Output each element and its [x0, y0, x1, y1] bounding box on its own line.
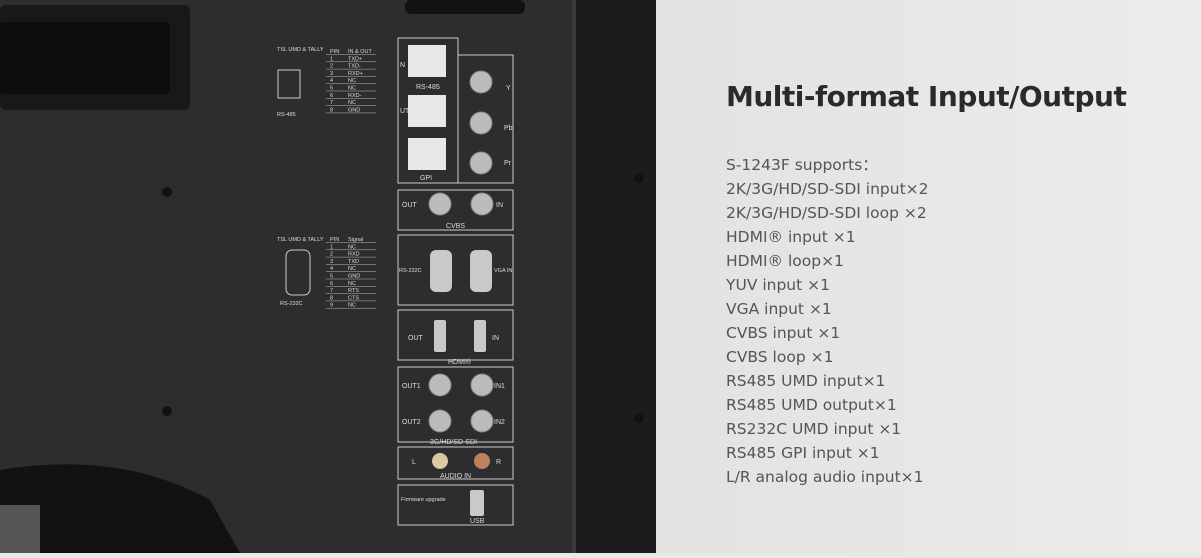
feature-item: RS485 UMD output×1 [726, 396, 897, 414]
pin-table-cell: 1 [330, 244, 333, 250]
label-vga: VGA IN [494, 268, 512, 274]
label-l: L [412, 459, 416, 466]
feature-item: HDMI® input ×1 [726, 228, 856, 246]
feature-item: HDMI® loop×1 [726, 252, 844, 270]
label-hdmi-out: OUT [408, 335, 424, 342]
label-pr: Pr [504, 160, 512, 167]
rear-panel-graphic: TSL UMD & TALLY RS-485 PIN IN & OUT 1 TXD+ 2… [0, 0, 656, 553]
label-cvbs-in: IN [496, 202, 503, 209]
label-out1: OUT1 [402, 383, 421, 390]
feature-item: S-1243F supports： [726, 156, 878, 174]
label-in1: IN1 [494, 383, 505, 390]
feature-item: 2K/3G/HD/SD-SDI input×2 [726, 180, 929, 198]
rs485-title: TSL UMD & TALLY [277, 47, 324, 53]
pin-table-cell: TXD+ [348, 56, 362, 62]
pin-table-cell: RXD- [348, 93, 362, 99]
feature-item: CVBS input ×1 [726, 324, 841, 342]
pin-table-cell: 4 [330, 78, 333, 84]
label-audio: AUDIO IN [440, 473, 471, 480]
pin-table-cell: PIN [330, 49, 339, 55]
feature-item: L/R analog audio input×1 [726, 468, 924, 486]
pin-table-cell: GND [348, 274, 360, 280]
feature-item: RS232C UMD input ×1 [726, 420, 902, 438]
pin-table-cell: 8 [330, 107, 333, 113]
pin-table-cell: TXD [348, 259, 359, 265]
pin-table-cell: NC [348, 244, 356, 250]
rs485-label: RS-485 [277, 112, 296, 118]
label-hdmi: HDMI® [448, 358, 472, 366]
feature-list: S-1243F supports： 2K/3G/HD/SD-SDI input×2… [726, 153, 929, 489]
label-in2: IN2 [494, 419, 505, 426]
pin-table-cell: CTS [348, 295, 359, 301]
label-ut: UT [400, 108, 410, 115]
pin-table-cell: RTS [348, 288, 359, 294]
rs232-label: RS-232C [280, 301, 303, 307]
label-hdmi-in: IN [492, 335, 499, 342]
feature-item: RS485 GPI input ×1 [726, 444, 880, 462]
pin-table-cell: NC [348, 86, 356, 92]
pin-table-cell: TXD- [348, 64, 361, 70]
description-panel [656, 0, 1201, 553]
pin-table-cell: 6 [330, 281, 333, 287]
pin-table-cell: 4 [330, 266, 333, 272]
pin-table-cell: GND [348, 107, 360, 113]
pin-table-cell: IN & OUT [348, 49, 372, 55]
rs232-title: TSL UMD & TALLY [277, 237, 324, 243]
pin-table-cell: 1 [330, 56, 333, 62]
pin-table-cell: 6 [330, 93, 333, 99]
label-y: Y [506, 85, 511, 92]
label-usb: USB [470, 518, 485, 525]
pin-table-cell: Signal [348, 237, 363, 243]
pin-table-cell: NC [348, 100, 356, 106]
label-cvbs-out: OUT [402, 202, 418, 209]
label-cvbs: CVBS [446, 223, 465, 230]
label-r: R [496, 459, 501, 466]
feature-item: 2K/3G/HD/SD-SDI loop ×2 [726, 204, 927, 222]
feature-item: VGA input ×1 [726, 300, 832, 318]
pin-table-cell: 3 [330, 259, 333, 265]
pin-table-cell: 7 [330, 288, 333, 294]
pin-table-cell: 2 [330, 252, 333, 258]
pin-table-cell: RXD+ [348, 71, 363, 77]
pin-table-cell: 5 [330, 274, 333, 280]
pin-table-cell: NC [348, 78, 356, 84]
label-rs485: RS-485 [416, 84, 440, 91]
feature-item: YUV input ×1 [726, 276, 830, 294]
pin-table-cell: NC [348, 266, 356, 272]
label-n: N [400, 62, 405, 69]
pin-table-cell: NC [348, 303, 356, 309]
pin-table-cell: 5 [330, 86, 333, 92]
pin-table-cell: 7 [330, 100, 333, 106]
pin-table-cell: 9 [330, 303, 333, 309]
section-heading: Multi-format Input/Output [726, 80, 1127, 113]
pin-table-cell: RXD [348, 252, 360, 258]
label-gpi: GPI [420, 175, 432, 182]
feature-item: RS485 UMD input×1 [726, 372, 886, 390]
pin-table-cell: 8 [330, 295, 333, 301]
pin-table-cell: NC [348, 281, 356, 287]
feature-item: CVBS loop ×1 [726, 348, 834, 366]
label-firmware: Firmware upgrade [401, 497, 446, 503]
label-rs232c: RS-232C [399, 268, 422, 274]
pin-table-cell: 3 [330, 71, 333, 77]
pin-table-cell: PIN [330, 237, 339, 243]
label-out2: OUT2 [402, 419, 421, 426]
label-sdi: 3G/HD/SD-SDI [430, 439, 477, 446]
pin-table-cell: 2 [330, 64, 333, 70]
monitor-rear-panel-photo: TSL UMD & TALLY RS-485 PIN IN & OUT 1 TXD+ 2… [0, 0, 656, 553]
label-pb: Pb [504, 125, 513, 132]
